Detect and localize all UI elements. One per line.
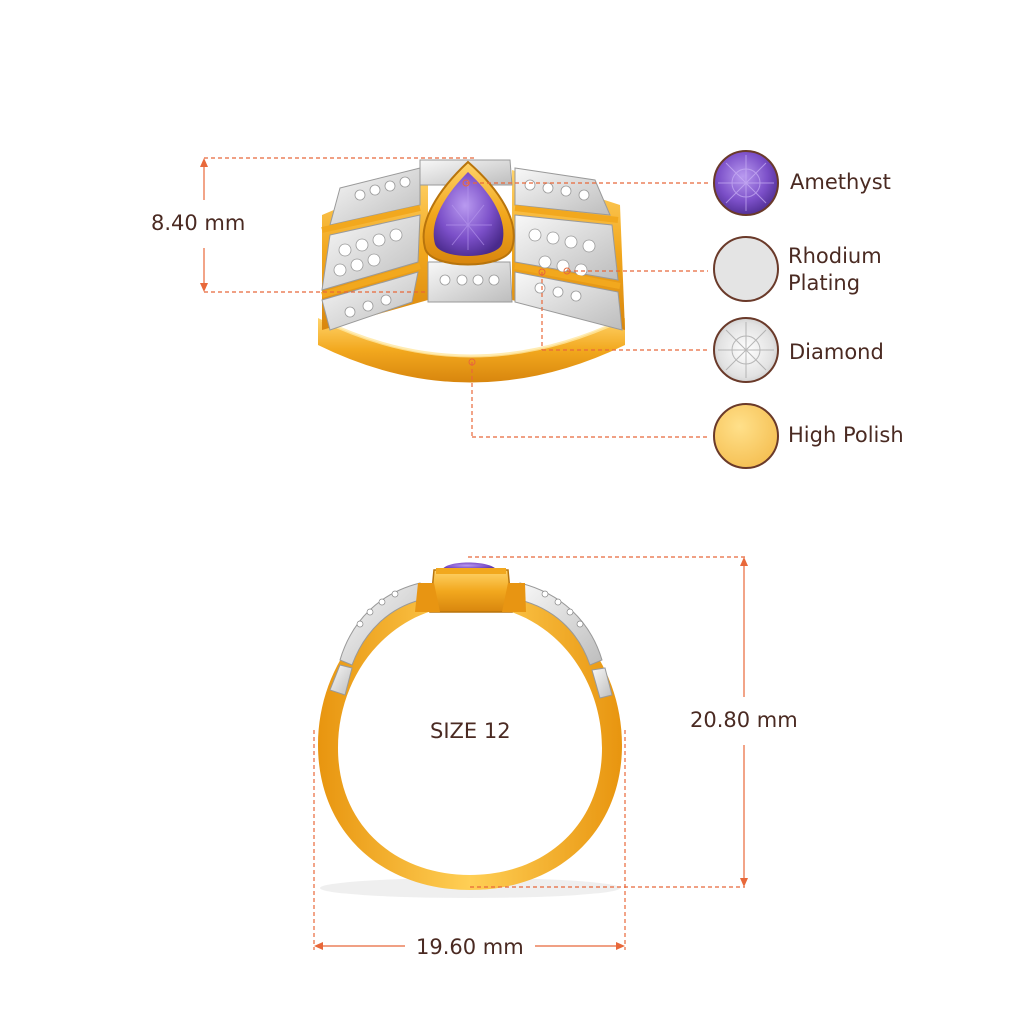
legend-high-polish-label: High Polish	[788, 423, 904, 447]
callout-markers	[462, 179, 571, 366]
height-front-label: 20.80 mm	[690, 708, 798, 732]
legend-rhodium-label-line2: Plating	[788, 271, 861, 295]
rhodium-plating-swatch	[713, 236, 779, 302]
high-polish-swatch	[713, 403, 779, 469]
dimension-arrows	[200, 158, 748, 950]
front-view-head	[429, 569, 513, 613]
dimension-lines	[203, 157, 745, 950]
top-view-ring	[318, 159, 625, 383]
top-view-shank	[318, 318, 625, 383]
width-front-label: 19.60 mm	[416, 935, 524, 959]
ring-size-label: SIZE 12	[430, 719, 511, 743]
height-top-label: 8.40 mm	[151, 211, 246, 235]
legend-diamond-label: Diamond	[789, 340, 884, 364]
front-view-ring	[318, 562, 622, 898]
legend-swatches	[713, 150, 779, 469]
legend-amethyst-label: Amethyst	[790, 170, 891, 194]
top-view-amethyst	[433, 172, 504, 256]
legend-rhodium-label-line1: Rhodium	[788, 244, 882, 268]
